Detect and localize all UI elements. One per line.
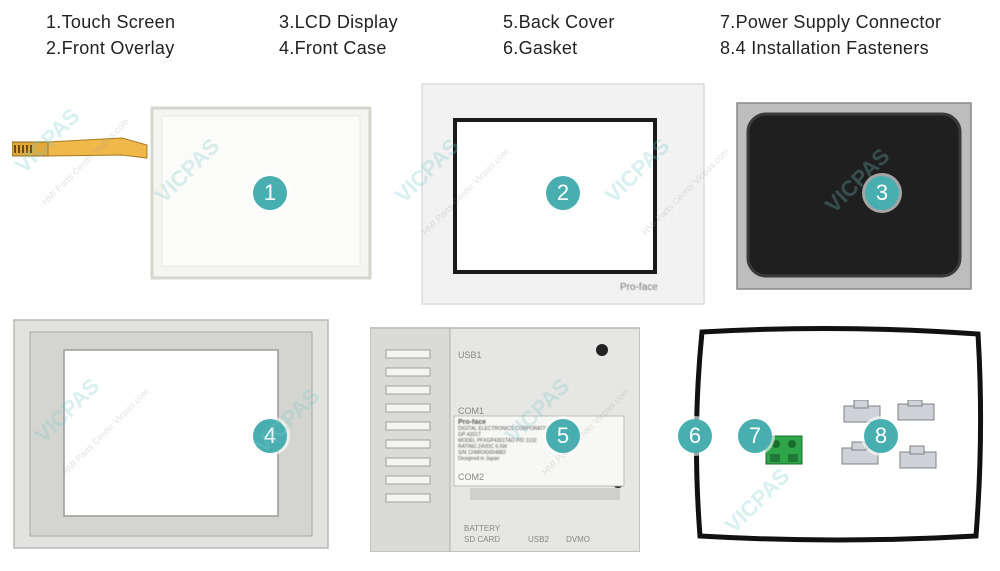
back-cover-port-dvmo: DVMO [566, 535, 590, 544]
gasket-image [688, 322, 988, 548]
back-cover-label: Pro-face DIGITAL ELECTRONICS CORPORATION… [458, 419, 622, 462]
badge-8: 8 [864, 419, 898, 453]
lcd-display-illustration [736, 102, 972, 290]
badge-1: 1 [253, 176, 287, 210]
label-line: S/N 1248R3G004882 [458, 450, 506, 456]
badge-2: 2 [546, 176, 580, 210]
back-cover-port-usb1: USB1 [458, 350, 482, 360]
label-line: MODEL PFXGP4301TAD P/D 1102 [458, 438, 537, 444]
legend-item-front-overlay: 2.Front Overlay [46, 38, 175, 58]
pro-face-logo: Pro-face [620, 282, 658, 293]
badge-4: 4 [253, 419, 287, 453]
label-line: Designed in Japan [458, 456, 500, 462]
back-cover-port-com1: COM1 [458, 406, 485, 416]
lcd-display-image [736, 102, 972, 290]
gasket-illustration [693, 325, 984, 543]
back-cover-image: USB1 COM1 COM2 BATTERY SD CARD USB2 DVMO… [369, 320, 641, 553]
touch-screen-image [11, 100, 392, 280]
label-line: RATING 24VDC 6.5W [458, 444, 508, 450]
legend-item-power-connector: 7.Power Supply Connector [720, 12, 942, 32]
power-connector-illustration [765, 435, 803, 465]
badge-5: 5 [546, 419, 580, 453]
back-cover-illustration [369, 327, 641, 553]
legend-item-back-cover: 5.Back Cover [503, 12, 615, 32]
legend-item-lcd-display: 3.LCD Display [279, 12, 398, 32]
badge-6: 6 [678, 419, 712, 453]
back-cover-port-sd-card: SD CARD [464, 535, 501, 544]
power-connector-image [764, 432, 804, 466]
back-cover-port-com2: COM2 [458, 472, 485, 482]
back-cover-port-battery: BATTERY [464, 524, 501, 533]
legend-item-installation-fasteners: 8.4 Installation Fasteners [720, 38, 929, 58]
badge-3: 3 [865, 176, 899, 210]
label-line: GP-4301T [458, 432, 482, 438]
touch-screen-illustration [11, 106, 372, 280]
badge-7: 7 [738, 419, 772, 453]
label-line: DIGITAL ELECTRONICS CORPORATION [458, 426, 553, 432]
back-cover-port-usb2: USB2 [528, 535, 549, 544]
fasteners-illustration [841, 399, 937, 469]
label-brand: Pro-face [458, 419, 487, 426]
legend-item-gasket: 6.Gasket [503, 38, 578, 58]
fasteners-image [838, 399, 958, 480]
legend-item-front-case: 4.Front Case [279, 38, 387, 58]
legend-item-touch-screen: 1.Touch Screen [46, 12, 176, 32]
